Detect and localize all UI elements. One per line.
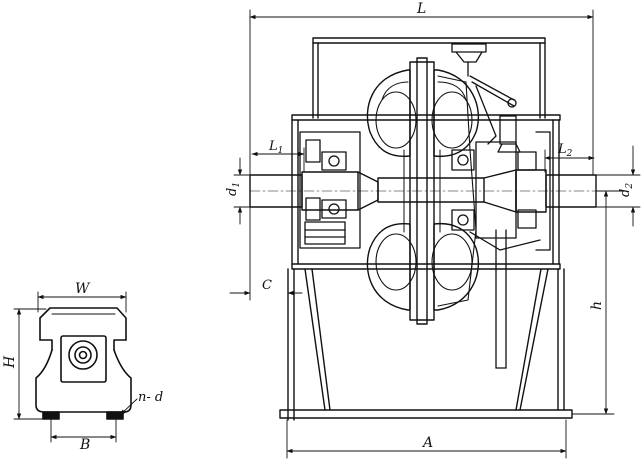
dim-l: [249, 9, 594, 176]
dim-l1-label: L1: [268, 139, 283, 156]
dim-h-height: [571, 190, 627, 415]
dim-l-label: L: [416, 1, 426, 17]
dim-c-label: C: [262, 278, 272, 293]
dim-h: [13, 308, 47, 420]
top-frame: [312, 37, 546, 119]
dim-d1: [233, 157, 251, 225]
fluid-coupling: [366, 57, 480, 325]
side-view: W H B n- d: [2, 281, 163, 453]
side-view-outline: [35, 307, 132, 420]
housing-beams: [291, 114, 561, 270]
dim-b-label: B: [79, 437, 90, 453]
support-rods: [469, 229, 541, 369]
dim-l2-label: L2: [557, 142, 573, 159]
dim-h-height-label: h: [589, 301, 605, 310]
dim-b: [50, 419, 117, 443]
dim-l2: [544, 149, 595, 173]
dim-d1-label: d1: [225, 182, 242, 196]
dim-l1: [251, 147, 305, 173]
left-bearing-housing: [299, 131, 361, 249]
dim-a: [286, 419, 567, 459]
base-frame: [279, 268, 573, 421]
dim-h-label: H: [2, 355, 18, 369]
dim-nd-leader: [119, 398, 138, 416]
dim-d2: [595, 145, 641, 227]
main-shaft: [249, 169, 597, 213]
dim-w-label: W: [75, 281, 91, 297]
dim-nd-label: n- d: [138, 390, 163, 405]
dim-c: [229, 206, 303, 301]
dim-a-label: A: [421, 435, 433, 451]
front-view: L A h C L1: [225, 1, 641, 459]
dim-d2-label: d2: [618, 183, 635, 197]
control-lever: [451, 43, 521, 153]
